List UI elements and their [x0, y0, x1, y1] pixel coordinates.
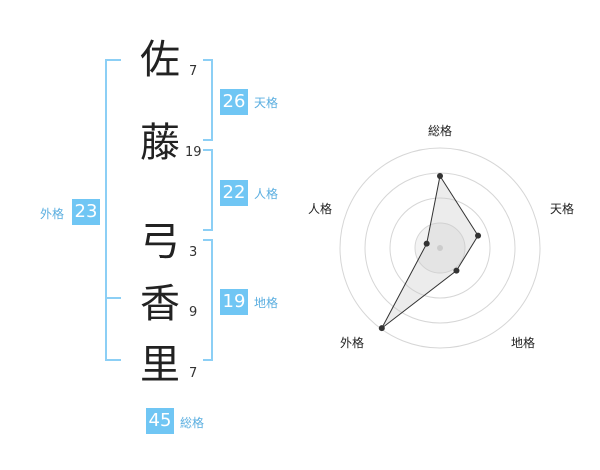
stroke-count-4: 9: [189, 305, 198, 320]
radar-label-jinkaku: 人格: [308, 202, 333, 216]
radar-point: [378, 325, 385, 332]
jinkaku-value: 22: [220, 180, 248, 206]
radar-label-gaikaku: 外格: [340, 336, 365, 350]
radar-point: [423, 240, 430, 247]
radar-polygon: [381, 174, 479, 329]
tenkaku-label: 天格: [254, 96, 279, 110]
tenkaku-value: 26: [220, 89, 248, 115]
name-char-5: 里: [140, 342, 180, 388]
stroke-count-3: 3: [189, 245, 198, 260]
radar-point: [453, 267, 460, 274]
soukaku-value: 45: [146, 408, 174, 434]
name-char-4: 香: [140, 281, 180, 327]
radar-ring: [389, 197, 491, 299]
jinkaku-label: 人格: [254, 187, 279, 201]
name-char-2: 藤: [140, 120, 180, 166]
radar-label-soukaku: 総格: [428, 124, 453, 138]
chikaku-label: 地格: [254, 296, 279, 310]
radar-center-dot: [437, 245, 443, 251]
gaikaku-label: 外格: [40, 207, 65, 221]
stroke-count-1: 7: [189, 64, 198, 79]
radar-point: [437, 173, 443, 179]
radar-ring: [339, 147, 541, 349]
name-char-3: 弓: [140, 219, 180, 265]
soukaku-label: 総格: [180, 416, 205, 430]
stroke-count-2: 19: [185, 145, 202, 160]
radar-point: [475, 232, 482, 239]
name-char-1: 佐: [140, 37, 180, 83]
stroke-count-5: 7: [189, 366, 198, 381]
gaikaku-value: 23: [72, 199, 100, 225]
radar-label-tenkaku: 天格: [550, 202, 575, 216]
radar-label-chikaku: 地格: [511, 336, 536, 350]
radar-points: [378, 173, 482, 332]
chikaku-value: 19: [220, 289, 248, 315]
